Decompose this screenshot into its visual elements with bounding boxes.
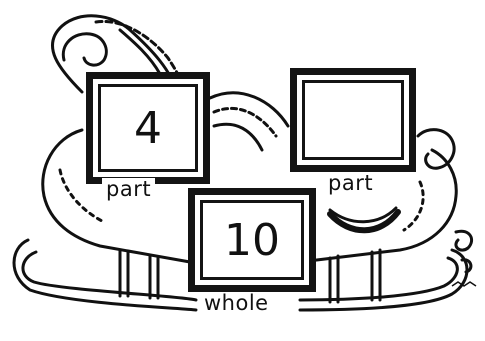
part-box-left: 4 [86, 72, 210, 184]
whole-value: 10 [200, 200, 304, 280]
part-label-right: part [324, 172, 377, 194]
whole-label: whole [200, 292, 273, 314]
whole-box: 10 [188, 188, 316, 292]
part-value-left: 4 [98, 84, 198, 172]
part-value-right[interactable] [302, 80, 404, 160]
part-box-right[interactable] [290, 68, 416, 172]
part-label-left: part [102, 178, 155, 200]
